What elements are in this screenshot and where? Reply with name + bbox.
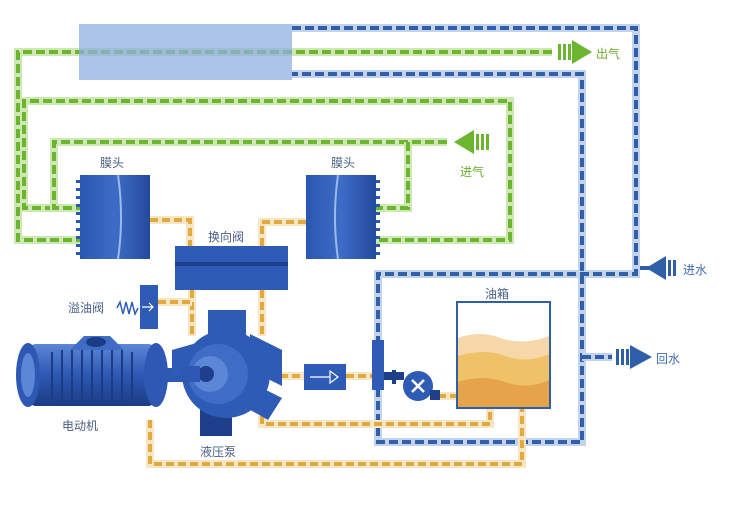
reversing-valve xyxy=(175,246,288,290)
outlet-gas-label: 出气 xyxy=(596,47,621,61)
cooler-block xyxy=(79,24,292,80)
oil-tank-label: 油箱 xyxy=(485,287,510,301)
motor xyxy=(16,336,180,407)
oil-tank xyxy=(456,301,551,409)
oil-cooler-pump xyxy=(372,340,440,401)
water-in-arrow-icon xyxy=(646,256,676,280)
membrane-left-label: 膜头 xyxy=(100,156,125,170)
check-valve xyxy=(304,364,346,390)
inlet-gas-arrow-icon xyxy=(454,130,489,154)
membrane-right-label: 膜头 xyxy=(331,156,356,170)
membrane-head-left xyxy=(76,174,150,260)
water-return-label: 回水 xyxy=(656,352,681,366)
water-return-arrow-icon xyxy=(616,345,652,369)
hydraulic-pump xyxy=(172,310,282,436)
water-in-label: 进水 xyxy=(683,263,708,277)
reversing-valve-label: 换向阀 xyxy=(208,230,245,244)
hydraulic-pump-label: 液压泵 xyxy=(200,445,237,459)
outlet-gas-arrow-icon xyxy=(558,40,592,64)
membrane-head-right xyxy=(306,174,380,260)
relief-valve xyxy=(116,285,158,329)
motor-label: 电动机 xyxy=(62,419,99,433)
inlet-gas-label: 进气 xyxy=(460,165,485,179)
relief-valve-label: 溢油阀 xyxy=(68,301,105,315)
oil-lines xyxy=(146,216,526,468)
